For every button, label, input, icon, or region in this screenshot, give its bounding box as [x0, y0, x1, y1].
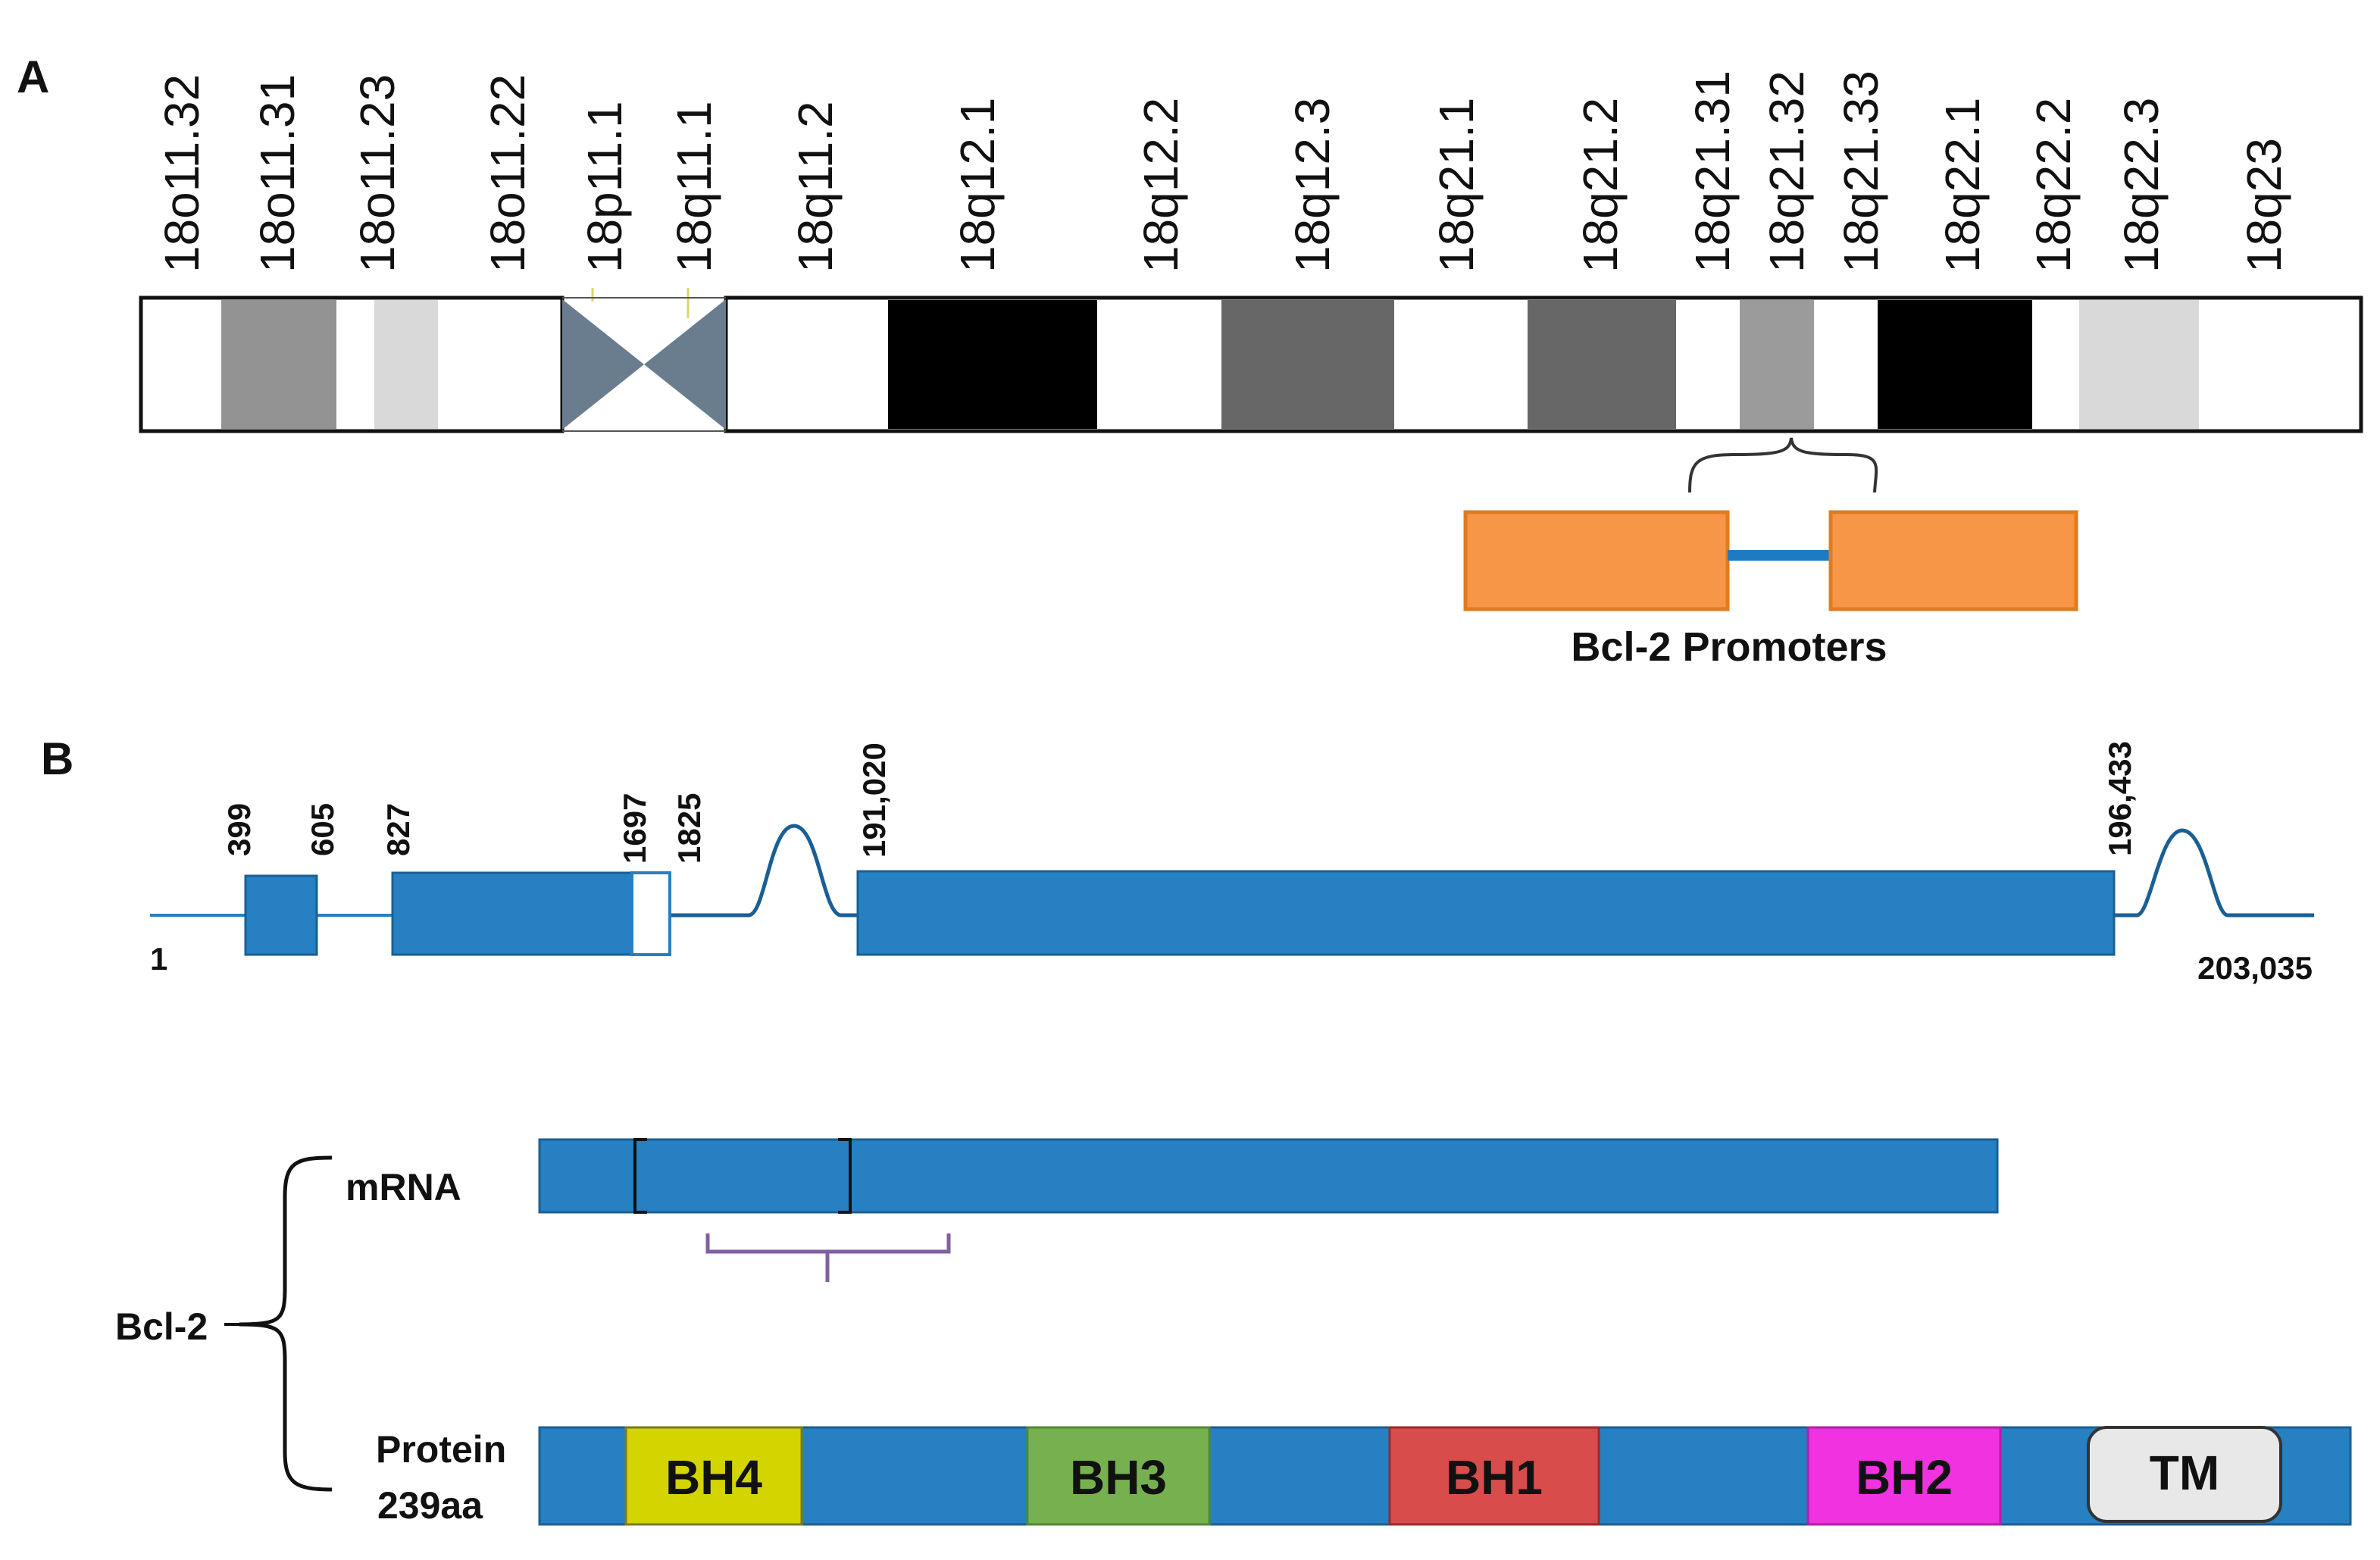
mrna-bar	[538, 1138, 1999, 1282]
protein-label: Protein	[376, 1428, 506, 1471]
band-label: 18o11.31	[250, 74, 305, 273]
band-18p11-23	[374, 300, 438, 429]
bcl2-label: Bcl-2	[115, 1305, 208, 1348]
mrna-label: mRNA	[346, 1166, 461, 1208]
band-label: 18q23	[2237, 138, 2291, 273]
band-label: 18q21.33	[1834, 70, 1888, 273]
band-label: 18q12.3	[1285, 98, 1340, 273]
intron-hump	[2114, 828, 2314, 918]
promoter-box-left	[1463, 510, 1730, 611]
chromosome-ideogram	[139, 295, 2363, 433]
band-label: 18q12.1	[950, 98, 1005, 273]
mrna-transcript	[538, 1138, 1999, 1214]
domain-tm-label: TM	[2150, 1446, 2219, 1500]
position-label: 399	[221, 803, 257, 856]
exon-1	[244, 874, 318, 956]
band-label: 18q12.2	[1134, 98, 1188, 273]
band-label: 18q22.1	[1935, 98, 1990, 273]
band-label: 18q22.2	[2026, 98, 2081, 273]
position-label: 1	[150, 941, 167, 977]
position-label: 203,035	[2197, 950, 2313, 986]
centromere	[562, 299, 644, 430]
domain-bh2	[1806, 1426, 2002, 1526]
domain-bh1	[1388, 1426, 1600, 1526]
band-label: 18o11.32	[155, 74, 209, 273]
position-label: 196,433	[2102, 741, 2138, 856]
band-label: 18q22.3	[2114, 98, 2169, 273]
mrna-region-bracket	[633, 1138, 647, 1214]
bcl2-brace	[239, 1155, 333, 1492]
domain-bh3	[1026, 1426, 1211, 1526]
domain-tm	[2087, 1426, 2282, 1523]
domain-bh2-label: BH2	[1856, 1450, 1953, 1505]
promoter-link	[1728, 550, 1831, 561]
position-label: 827	[380, 803, 416, 856]
band-18q21-2	[1528, 300, 1676, 429]
band-label: 18q11.1	[667, 101, 721, 273]
locus-brace	[1688, 437, 1878, 493]
centromere	[644, 299, 726, 430]
protein-bar: BH4 BH3 BH1 BH2 TM	[538, 1426, 2352, 1526]
gene-structure: 1 399 605 827 1697 1825 191,020 196,433 …	[150, 741, 2314, 986]
band-label: 18q21.31	[1685, 70, 1740, 273]
band-label: 18q21.2	[1573, 98, 1628, 273]
position-label: 1825	[671, 793, 707, 864]
bcl2-promoters: Bcl-2 Promoters	[1463, 510, 2078, 670]
intron-hump	[671, 824, 858, 918]
band-18q22-3	[2079, 300, 2199, 429]
band-18q21-32	[1740, 300, 1814, 429]
domain-bh4-label: BH4	[665, 1450, 762, 1505]
exon-2-utr	[630, 871, 671, 956]
domain-bh4	[624, 1426, 803, 1526]
promoter-box-right	[1828, 510, 2078, 611]
bcl2-grouping: Bcl-2 mRNA Protein 239aa	[115, 1155, 506, 1527]
panel-b-label: B	[41, 733, 73, 784]
band-18q12-3	[1221, 300, 1394, 429]
band-label: 18q21.1	[1429, 98, 1484, 273]
band-label: 18o11.23	[350, 74, 405, 273]
position-label: 605	[305, 803, 340, 856]
position-label: 191,020	[856, 742, 892, 858]
promoter-label: Bcl-2 Promoters	[1571, 624, 1887, 670]
exon-3	[856, 870, 2116, 956]
mrna-region-bracket	[838, 1138, 852, 1214]
band-18p11-31	[221, 300, 336, 429]
band-label: 18q21.32	[1759, 70, 1814, 273]
band-18q12-1	[888, 300, 1097, 429]
panel-a-label: A	[17, 52, 49, 102]
exon-2	[391, 871, 633, 956]
band-label: 18q11.2	[788, 101, 843, 273]
protein-length-label: 239aa	[377, 1484, 483, 1527]
band-labels: 18o11.32 18o11.31 18o11.23 18o11.22 18p1…	[155, 70, 2291, 273]
band-label: 18o11.22	[480, 74, 535, 273]
position-label: 1697	[617, 793, 652, 864]
band-label: 18p11.1	[577, 101, 632, 273]
band-ticks	[591, 288, 690, 318]
domain-bh1-label: BH1	[1446, 1450, 1543, 1505]
band-18q22-1	[1878, 300, 2032, 429]
domain-bh3-label: BH3	[1070, 1450, 1167, 1505]
p-arm-outline	[139, 295, 565, 433]
target-region-brace	[705, 1233, 951, 1282]
